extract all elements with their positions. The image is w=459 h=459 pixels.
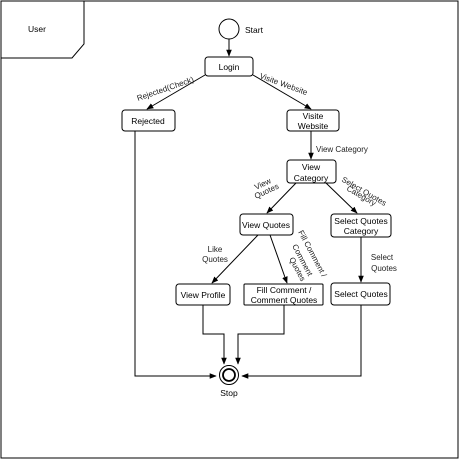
edge-login-rejected: [146, 74, 206, 110]
lane-label: User: [28, 24, 46, 34]
node-selectcat-line1: Select Quotes: [334, 216, 387, 226]
stop-label: Stop: [220, 388, 238, 398]
edge-label-like-quotes-2: Quotes: [202, 255, 228, 264]
node-view-profile-label: View Profile: [181, 290, 226, 300]
node-view-quotes-label: View Quotes: [242, 220, 290, 230]
node-fill-line2: Comment Quotes: [251, 295, 318, 305]
edge-quotes-profile: [211, 234, 259, 284]
node-rejected-label: Rejected: [131, 116, 165, 126]
node-view-quotes: [239, 213, 294, 236]
node-selectcat-line2: Category: [344, 226, 379, 236]
node-visite-line2: Website: [298, 121, 329, 131]
edge-login-visite: [252, 74, 312, 110]
node-login: [204, 56, 254, 77]
edge-quotes-fill: [269, 234, 288, 284]
edge-label-like-quotes-1: Like: [208, 245, 223, 254]
node-category-line2: Category: [294, 173, 329, 183]
edge-profile-stop: [202, 305, 227, 365]
edge-fill-stop: [235, 305, 285, 365]
node-select-quotes-category: [330, 213, 392, 238]
edge-label-select-quotes-1: Select: [371, 253, 394, 262]
node-visite-line1: Visite: [303, 111, 324, 121]
edge-select-stop: [241, 305, 362, 379]
node-category-line1: View: [302, 162, 321, 172]
edge-rejected-stop: [134, 131, 217, 379]
stop-node-inner: [222, 368, 236, 382]
edge-label-select-quotes-2: Quotes: [371, 264, 397, 273]
node-view-profile: [175, 283, 231, 306]
edge-label-view-category: View Category: [316, 145, 368, 154]
node-select-quotes: [330, 282, 391, 306]
node-fill-comment: [243, 283, 324, 306]
edge-category-quotes: [266, 182, 297, 214]
lane-header: [1, 1, 85, 59]
node-view-category: [286, 159, 337, 184]
start-label: Start: [245, 25, 264, 35]
node-rejected: [121, 109, 176, 132]
node-select-quotes-label: Select Quotes: [334, 289, 387, 299]
node-visite-website: [286, 109, 340, 132]
node-fill-line1: Fill Comment /: [257, 285, 312, 295]
node-login-label: Login: [219, 62, 240, 72]
edge-category-selectcat: [325, 182, 358, 214]
start-node: [218, 18, 240, 40]
